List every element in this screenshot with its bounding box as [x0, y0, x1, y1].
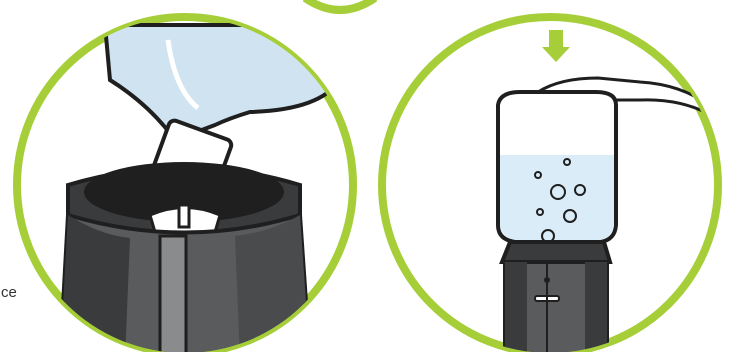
panel-insert-bottle: [17, 17, 353, 352]
cropped-caption: ce: [1, 284, 17, 301]
base-collar: [502, 242, 610, 262]
panel-press-down: [382, 17, 720, 352]
base-stripe: [160, 236, 186, 352]
top-ring-fragment: [305, 0, 375, 10]
water-level: [500, 155, 614, 240]
